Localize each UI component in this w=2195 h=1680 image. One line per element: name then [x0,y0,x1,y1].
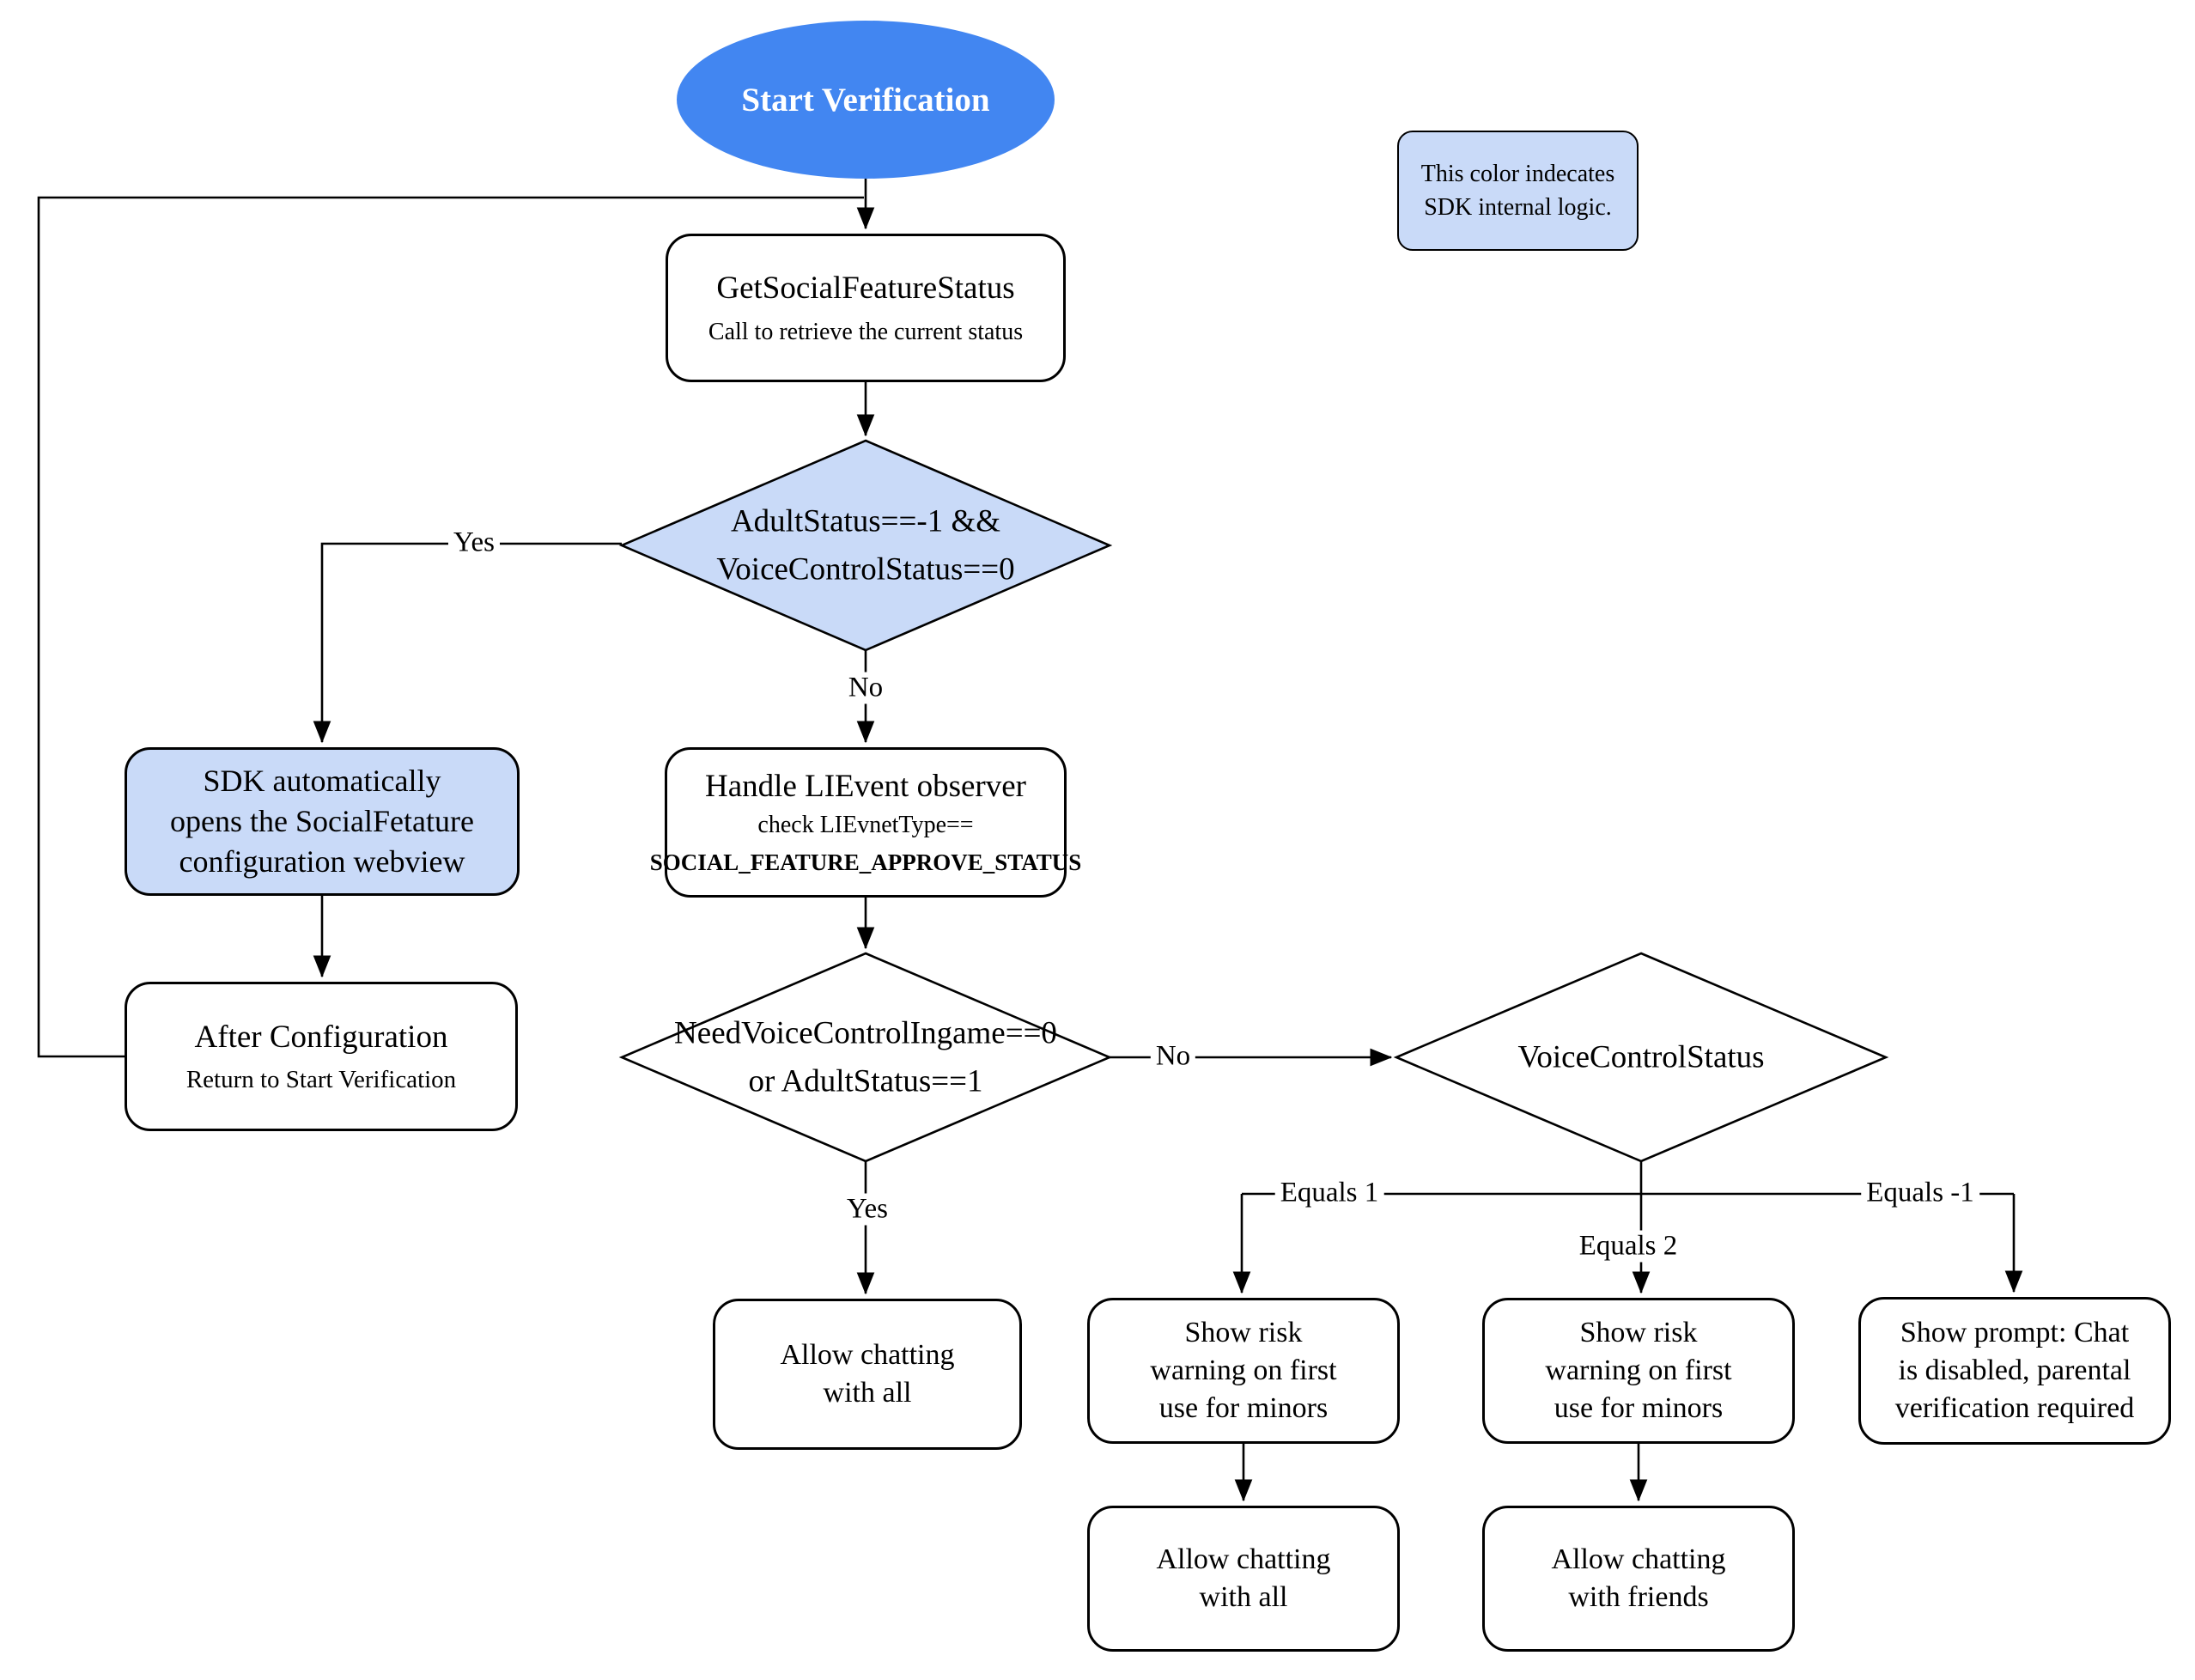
legend-box: This color indecates SDK internal logic. [1397,131,1639,251]
allow-chatting-friends-node: Allow chatting with friends [1482,1506,1795,1652]
decision-need-voice-diamond [618,952,1113,1163]
edge-label-equals-2: Equals 2 [1573,1230,1683,1263]
edge-label-yes-1: Yes [447,527,501,559]
decision-need-voice-text: NeedVoiceControlIngame==0 or AdultStatus… [674,1010,1057,1105]
edge-label-no-2: No [1150,1040,1196,1073]
allow-all-yes-line-2: with all [823,1377,912,1409]
decision-adult-status-line-2: VoiceControlStatus==0 [716,551,1015,587]
decision-need-voice-line-2: or AdultStatus==1 [748,1063,983,1099]
legend-line-2: SDK internal logic. [1424,194,1612,221]
risk-warning-2-line-2: warning on first [1545,1354,1732,1386]
decision-voice-status-text: VoiceControlStatus [1517,1039,1765,1075]
risk-warning-1-line-2: warning on first [1150,1354,1337,1386]
after-configuration-title: After Configuration [194,1019,448,1055]
disabled-prompt-line-1: Show prompt: Chat [1900,1316,2130,1348]
edge-label-equals-minus-1: Equals -1 [1861,1177,1979,1209]
risk-warning-1-line-3: use for minors [1158,1392,1329,1425]
risk-warning-equals2-node: Show risk warning on first use for minor… [1482,1298,1795,1444]
start-verification-label: Start Verification [741,81,990,119]
edge-label-yes-2: Yes [841,1193,894,1226]
sdk-webview-line-3: configuration webview [179,843,465,879]
allow-chatting-all-equals1-node: Allow chatting with all [1087,1506,1400,1652]
get-social-feature-status-subtitle: Call to retrieve the current status [708,319,1024,346]
decision-adult-status-line-1: AdultStatus==-1 && [730,503,1001,539]
risk-warning-2-line-3: use for minors [1554,1392,1724,1425]
decision-voice-status-diamond [1393,952,1889,1163]
chat-disabled-prompt-node: Show prompt: Chat is disabled, parental … [1858,1297,2171,1445]
allow-chatting-all-yes-node: Allow chatting with all [713,1299,1022,1450]
allow-all-eq1-line-1: Allow chatting [1156,1543,1331,1575]
get-social-feature-status-node: GetSocialFeatureStatus Call to retrieve … [666,234,1066,382]
risk-warning-equals1-node: Show risk warning on first use for minor… [1087,1298,1400,1444]
allow-friends-line-2: with friends [1568,1581,1709,1613]
start-verification-node: Start Verification [677,21,1055,179]
decision-adult-status-text: AdultStatus==-1 && VoiceControlStatus==0 [716,498,1014,593]
allow-all-eq1-line-2: with all [1199,1581,1288,1613]
decision-adult-status-diamond [618,439,1113,652]
handle-lievent-observer-node: Handle LIEvent observer check LIEvnetTyp… [650,747,1081,898]
risk-warning-2-line-1: Show risk [1579,1316,1698,1348]
allow-all-yes-line-1: Allow chatting [780,1338,955,1371]
disabled-prompt-line-2: is disabled, parental [1898,1354,2131,1386]
handle-lievent-constant: SOCIAL_FEATURE_APPROVE_STATUS [649,849,1082,876]
decision-need-voice-line-1: NeedVoiceControlIngame==0 [674,1015,1057,1051]
disabled-prompt-line-3: verification required [1894,1392,2135,1425]
sdk-webview-line-1: SDK automatically [203,764,441,799]
handle-lievent-check-line: check LIEvnetType== [757,812,974,839]
edge-label-equals-1: Equals 1 [1274,1177,1384,1209]
sdk-webview-node: SDK automatically opens the SocialFetatu… [125,747,520,896]
after-configuration-subtitle: Return to Start Verification [185,1066,457,1093]
after-configuration-node: After Configuration Return to Start Veri… [125,982,518,1131]
edge-label-no-1: No [842,672,889,704]
handle-lievent-title: Handle LIEvent observer [705,769,1026,804]
legend-line-1: This color indecates [1420,160,1615,187]
allow-friends-line-1: Allow chatting [1551,1543,1726,1575]
get-social-feature-status-title: GetSocialFeatureStatus [716,270,1015,306]
sdk-webview-line-2: opens the SocialFetature [170,804,474,839]
risk-warning-1-line-1: Show risk [1184,1316,1303,1348]
